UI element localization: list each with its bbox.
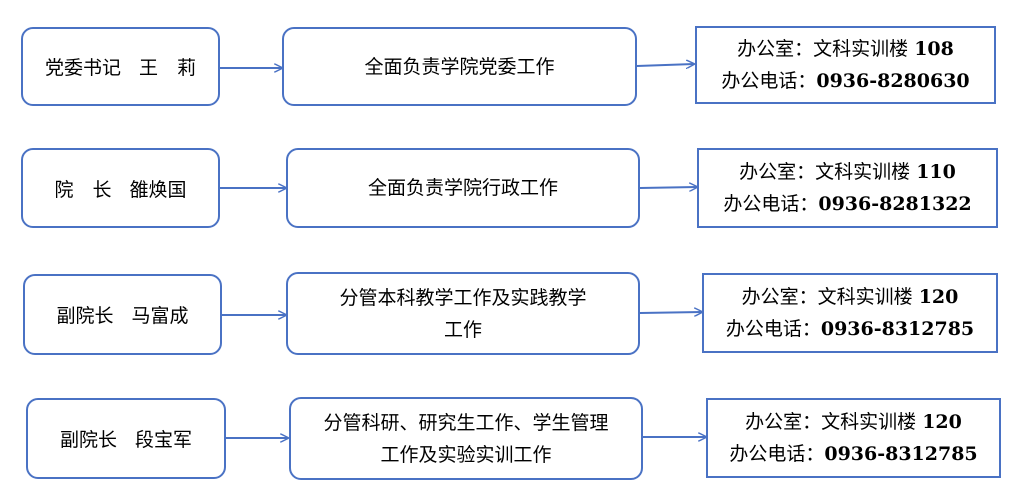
person-name: 马富成 bbox=[131, 305, 189, 327]
contact-box-party-secretary: 办公室：文科实训楼 108 办公电话：0936-8280630 bbox=[695, 26, 996, 104]
arrow-row3-b bbox=[639, 312, 702, 313]
person-title: 副院长 bbox=[56, 305, 114, 327]
person-box-dean: 院 长雒焕国 bbox=[21, 148, 220, 228]
phone-line: 办公电话：0936-8280630 bbox=[721, 70, 970, 92]
contact-box-dean: 办公室：文科实训楼 110 办公电话：0936-8281322 bbox=[697, 148, 998, 228]
person-box-party-secretary: 党委书记王 莉 bbox=[21, 27, 220, 106]
office-line: 办公室：文科实训楼 110 bbox=[739, 161, 956, 183]
contact-box-vice-dean-1: 办公室：文科实训楼 120 办公电话：0936-8312785 bbox=[702, 273, 998, 353]
person-name: 段宝军 bbox=[135, 429, 193, 451]
duty-box-vice-dean-2: 分管科研、研究生工作、学生管理 工作及实验实训工作 bbox=[289, 397, 643, 480]
duty-text: 全面负责学院行政工作 bbox=[367, 177, 558, 199]
duty-box-vice-dean-1: 分管本科教学工作及实践教学 工作 bbox=[286, 272, 640, 355]
person-box-vice-dean-1: 副院长马富成 bbox=[23, 274, 222, 355]
person-name: 雒焕国 bbox=[129, 178, 187, 201]
duty-text-line1: 分管本科教学工作及实践教学 bbox=[339, 286, 587, 309]
duty-text-line2: 工作 bbox=[443, 318, 482, 341]
duty-text-line1: 分管科研、研究生工作、学生管理 bbox=[323, 411, 609, 434]
duty-box-dean: 全面负责学院行政工作 bbox=[286, 148, 640, 228]
person-title: 党委书记 bbox=[44, 57, 121, 79]
duty-text-line2: 工作及实验实训工作 bbox=[380, 443, 552, 466]
person-title: 副院长 bbox=[59, 429, 117, 451]
phone-line: 办公电话：0936-8281322 bbox=[723, 193, 972, 215]
office-line: 办公室：文科实训楼 108 bbox=[737, 38, 954, 60]
person-title: 院 长 bbox=[54, 178, 112, 201]
arrow-row1-b bbox=[636, 64, 694, 66]
office-line: 办公室：文科实训楼 120 bbox=[745, 411, 962, 433]
office-line: 办公室：文科实训楼 120 bbox=[741, 286, 959, 308]
phone-line: 办公电话：0936-8312785 bbox=[729, 443, 978, 465]
arrow-row2-b bbox=[639, 187, 697, 188]
duty-box-party-secretary: 全面负责学院党委工作 bbox=[282, 27, 637, 106]
contact-box-vice-dean-2: 办公室：文科实训楼 120 办公电话：0936-8312785 bbox=[706, 398, 1001, 478]
person-name: 王 莉 bbox=[139, 57, 197, 79]
duty-text: 全面负责学院党委工作 bbox=[364, 55, 555, 78]
phone-line: 办公电话：0936-8312785 bbox=[725, 318, 975, 340]
person-box-vice-dean-2: 副院长段宝军 bbox=[26, 398, 226, 479]
